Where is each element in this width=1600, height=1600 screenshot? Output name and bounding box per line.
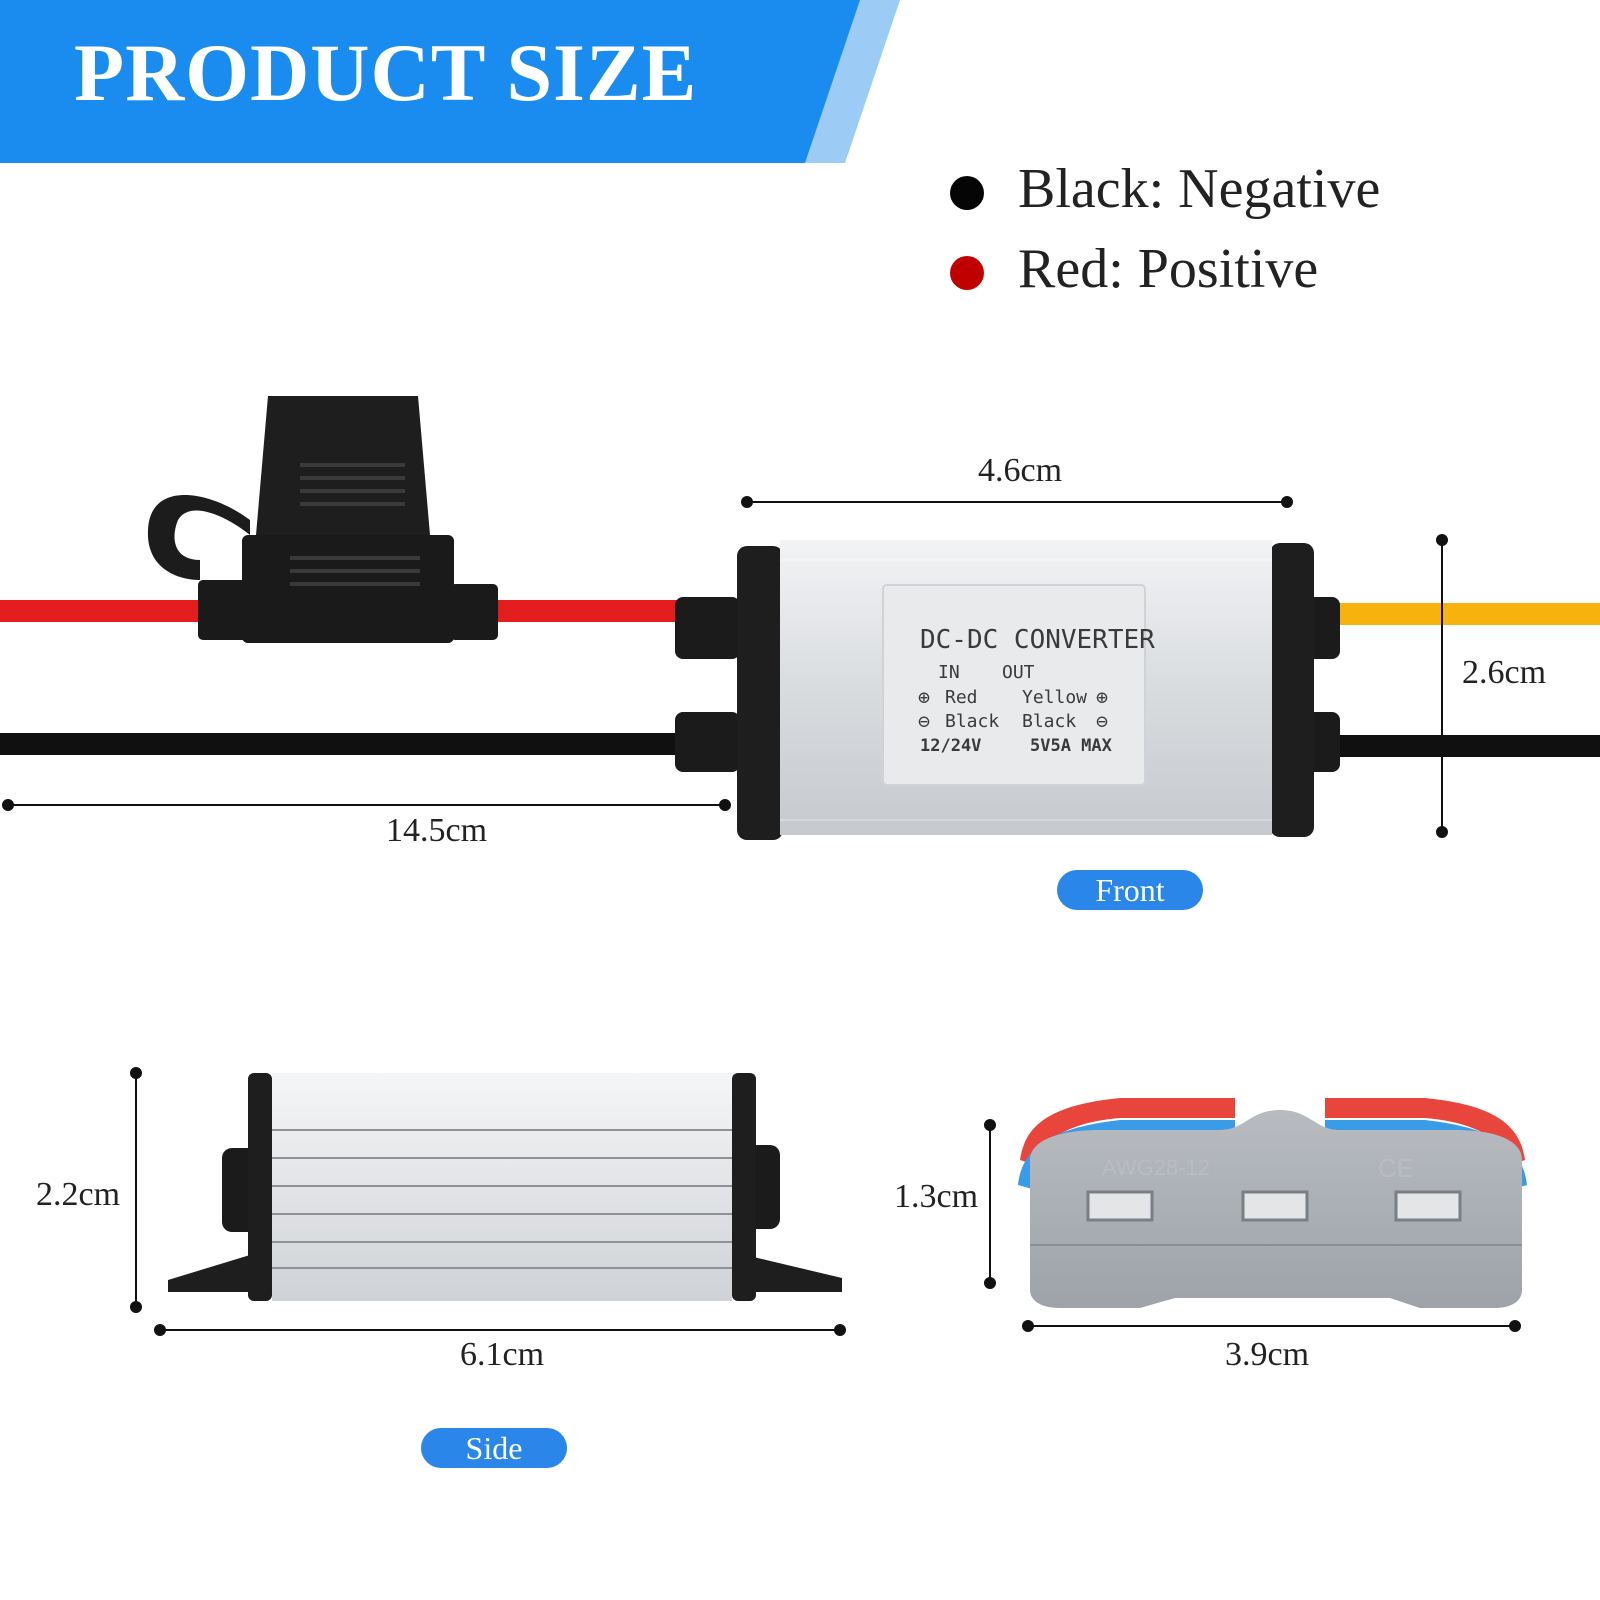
banner-title: PRODUCT SIZE: [74, 27, 698, 118]
black-wire-left: [0, 733, 745, 755]
front-dimension-lines: [2, 496, 1448, 838]
converter-output-rating: 5V5A MAX: [1030, 736, 1112, 756]
banner: [0, 0, 900, 163]
dimension-connector-width: 3.9cm: [1225, 1336, 1310, 1373]
banner-blue-shape: [0, 0, 860, 163]
left-cable-gland-lower: [675, 712, 740, 772]
converter-label-plate: [882, 584, 1146, 786]
converter-out-header: OUT: [1002, 662, 1035, 683]
minus-icon: ⊖: [1096, 709, 1109, 733]
dimension-front-height: 2.6cm: [1462, 654, 1547, 691]
ce-mark-icon: CE: [1378, 1153, 1415, 1183]
connector-slot-2: [1241, 1190, 1309, 1222]
connector-slot-1: [1086, 1190, 1154, 1222]
converter-in-positive: Red: [945, 687, 978, 708]
plus-icon: ⊕: [1096, 685, 1109, 709]
front-view-label: Front: [1057, 870, 1203, 910]
plus-icon: ⊕: [918, 685, 931, 709]
side-converter: [168, 1073, 842, 1301]
converter-out-negative: Black: [1022, 711, 1077, 732]
connector-slot-3: [1394, 1190, 1462, 1222]
legend-label: Red: Positive: [1018, 238, 1319, 300]
fuse-base: [242, 535, 454, 643]
converter-out-positive: Yellow: [1022, 687, 1088, 708]
converter-end-cap-left: [737, 546, 783, 840]
yellow-wire: [1300, 603, 1600, 625]
dimension-cable-length: 14.5cm: [386, 812, 488, 849]
connector-lever-red-left: [1020, 1098, 1235, 1165]
fuse-collar-left: [198, 580, 248, 640]
fuse-collar-right: [450, 584, 498, 640]
black-wire-right: [1300, 735, 1600, 757]
legend-label: Black: Negative: [1018, 158, 1381, 220]
side-dimension-lines: [130, 1067, 846, 1336]
converter-in-negative: Black: [945, 711, 1000, 732]
dimension-front-width: 4.6cm: [978, 452, 1063, 489]
converter-end-cap-right: [1270, 543, 1314, 837]
fuse-cap-strap: [147, 495, 250, 580]
fuse-holder: [147, 396, 498, 643]
front-wires: [0, 600, 1600, 757]
red-dot-icon: [950, 256, 984, 290]
side-end-cap-left: [248, 1073, 272, 1301]
left-cable-gland-upper: [675, 597, 740, 659]
front-converter: [675, 540, 1340, 840]
connector-dimension-lines: [984, 1119, 1521, 1332]
side-end-cap-right: [732, 1073, 756, 1301]
minus-icon: ⊖: [918, 709, 931, 733]
black-dot-icon: [950, 176, 984, 210]
converter-input-voltage: 12/24V: [920, 736, 982, 756]
side-view-label: Side: [421, 1428, 567, 1468]
connector-lever-red-right: [1325, 1098, 1525, 1165]
side-mount-foot-right: [740, 1255, 842, 1292]
connector-awg-text: AWG28-12: [1102, 1155, 1211, 1180]
converter-in-header: IN: [938, 662, 960, 683]
side-mount-foot-left: [168, 1255, 260, 1292]
dimension-side-length: 6.1cm: [460, 1336, 545, 1373]
dimension-side-height: 2.2cm: [36, 1176, 121, 1213]
dimension-connector-height: 1.3cm: [894, 1178, 979, 1215]
converter-label-title: DC-DC CONVERTER: [920, 625, 1155, 655]
wire-connector: [1018, 1098, 1527, 1308]
